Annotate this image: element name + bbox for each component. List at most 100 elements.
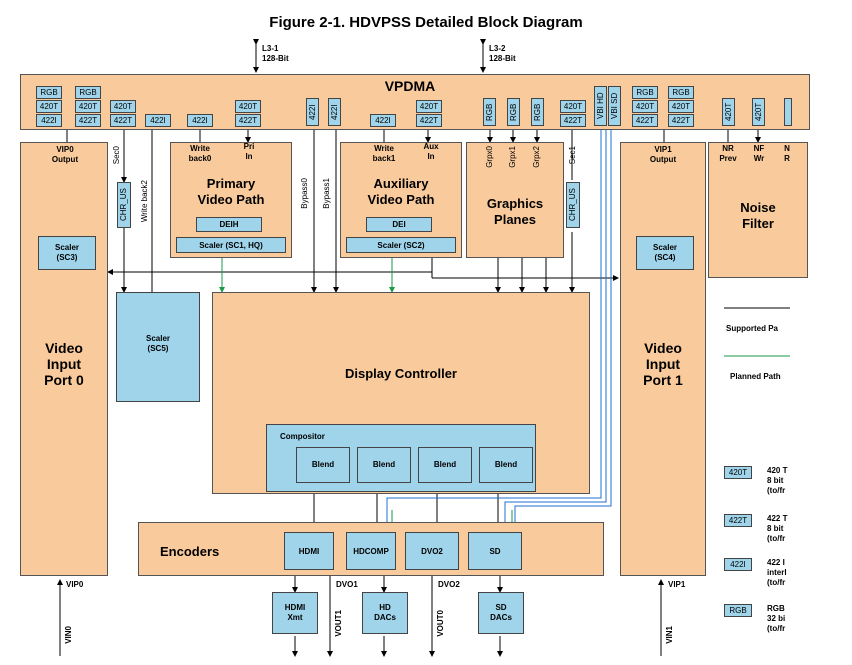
port-tag: 422I bbox=[328, 98, 341, 126]
nr-label: NR bbox=[722, 144, 734, 153]
encoder-sd bbox=[468, 532, 522, 570]
vip0-output-label: VIP0 bbox=[56, 145, 74, 154]
bypass1-label: Bypass1 bbox=[322, 178, 331, 209]
graphics-title-2: Planes bbox=[494, 212, 536, 227]
noise-title-1: Noise bbox=[740, 200, 776, 215]
aux-writeback-label: Write bbox=[374, 144, 394, 153]
video-input-port-1 bbox=[620, 142, 706, 576]
scaler-sc1-label: Scaler (SC1, HQ) bbox=[199, 241, 263, 250]
deih-block bbox=[196, 217, 262, 232]
scaler-sc5-label: Scaler bbox=[145, 334, 171, 343]
encoder-hdmi bbox=[284, 532, 334, 570]
port-tag: 422T bbox=[110, 114, 136, 127]
aux-title-1: Auxiliary bbox=[373, 176, 429, 191]
scaler-sc4-label: Scaler bbox=[652, 243, 678, 252]
noise-filter bbox=[708, 142, 808, 278]
l3-1-label: L3-1 bbox=[262, 44, 279, 53]
grpx1-label: Grpx1 bbox=[508, 146, 517, 168]
port-tag: 420T bbox=[752, 98, 765, 126]
blend-block bbox=[357, 447, 411, 483]
legend-line-2: 8 bit bbox=[767, 476, 784, 485]
legend-line-3: (to/fr bbox=[767, 578, 786, 587]
primary-writeback-label: Write bbox=[190, 144, 210, 153]
port-tag: 420T bbox=[668, 100, 694, 113]
port-tag: 422T bbox=[75, 114, 101, 127]
graphics-planes bbox=[466, 142, 564, 258]
hdmi-xmt-label2: Xmt bbox=[287, 613, 303, 622]
encoder-sd-label: SD bbox=[489, 547, 501, 556]
sd-dacs-label2: DACs bbox=[490, 613, 512, 622]
hdmi-xmt-label: HDMI bbox=[284, 603, 306, 612]
port-tag: 422I bbox=[36, 114, 62, 127]
port-tag: 422I bbox=[187, 114, 213, 127]
primary-in-label: Pri bbox=[243, 142, 255, 151]
deih-label: DEIH bbox=[219, 220, 239, 229]
chr-us-right: CHR_US bbox=[566, 182, 580, 228]
port-tag: VBI HD bbox=[594, 86, 607, 126]
vpdma-label: VPDMA bbox=[384, 78, 436, 94]
port-tag: 422T bbox=[235, 114, 261, 127]
scaler-sc1 bbox=[176, 237, 286, 253]
nf-label: NF bbox=[753, 144, 765, 153]
port-tag: 422T bbox=[560, 114, 586, 127]
chr-us-left: CHR_US bbox=[117, 182, 131, 228]
display-controller-title: Display Controller bbox=[345, 366, 457, 381]
sec1-label: Sec1 bbox=[568, 146, 577, 165]
scaler-sc3-label2: (SC3) bbox=[56, 253, 78, 262]
encoder-hdcomp bbox=[346, 532, 396, 570]
port-tag: 420T bbox=[722, 98, 735, 126]
legend-line-1: 422 I bbox=[767, 558, 785, 567]
vip0-output-label2: Output bbox=[51, 155, 79, 164]
aux-title-2: Video Path bbox=[367, 192, 435, 207]
port-tag: 422T bbox=[632, 114, 658, 127]
legend-line-1: 422 T bbox=[767, 514, 788, 523]
hdmi-xmt bbox=[272, 592, 318, 634]
scaler-sc2-label: Scaler (SC2) bbox=[377, 241, 425, 250]
aux-in-label: Aux bbox=[423, 142, 439, 151]
primary-title-1: Primary bbox=[206, 176, 256, 191]
legend-line-1: RGB bbox=[767, 604, 785, 613]
dvo2-output-label: DVO2 bbox=[438, 580, 460, 589]
scaler-sc4 bbox=[636, 236, 694, 270]
encoder-hdmi-label: HDMI bbox=[298, 547, 320, 556]
primary-title-2: Video Path bbox=[197, 192, 265, 207]
port-tag-clipped bbox=[784, 98, 792, 126]
blend-block bbox=[479, 447, 533, 483]
port-tag: 422I bbox=[370, 114, 396, 127]
vip0-title-3: Port 0 bbox=[44, 372, 84, 388]
graphics-title-1: Graphics bbox=[486, 196, 544, 211]
port-tag: 420T bbox=[75, 100, 101, 113]
legend-line-3: (to/fr bbox=[767, 486, 786, 495]
blend-label: Blend bbox=[494, 460, 518, 469]
l3-2-width: 128-Bit bbox=[489, 54, 516, 63]
encoder-dvo2 bbox=[405, 532, 459, 570]
encoders-title: Encoders bbox=[160, 544, 220, 559]
port-tag: 420T bbox=[560, 100, 586, 113]
vip1-title-2: Input bbox=[645, 356, 681, 372]
hd-dacs-label: HD bbox=[379, 603, 391, 612]
compositor-label: Compositor bbox=[280, 432, 325, 441]
port-tag: 422I bbox=[306, 98, 319, 126]
port-tag: RGB bbox=[75, 86, 101, 99]
vip0-title-1: Video bbox=[45, 340, 83, 356]
port-tag: RGB bbox=[668, 86, 694, 99]
bypass0-label: Bypass0 bbox=[300, 178, 309, 209]
port-tag: 422T bbox=[416, 114, 442, 127]
port-tag: 420T bbox=[632, 100, 658, 113]
vin0-label: VIN0 bbox=[64, 626, 73, 644]
nf-label2: Wr bbox=[753, 154, 765, 163]
legend-line-2: 8 bit bbox=[767, 524, 784, 533]
legend-line-2: 32 bi bbox=[767, 614, 786, 623]
figure-title: Figure 2-1. HDVPSS Detailed Block Diagra… bbox=[269, 14, 583, 31]
primary-writeback-label2: back0 bbox=[188, 154, 212, 163]
aux-in-label2: In bbox=[427, 152, 435, 161]
legend-line-2: interl bbox=[767, 568, 787, 577]
vin1-label: VIN1 bbox=[665, 626, 674, 644]
port-tag: 420T bbox=[110, 100, 136, 113]
vip0-title-2: Input bbox=[46, 356, 82, 372]
vip1-bottom-label: VIP1 bbox=[668, 580, 686, 589]
hd-dacs bbox=[362, 592, 408, 634]
nr-label2: Prev bbox=[719, 154, 737, 163]
writeback2-label: Write back2 bbox=[140, 180, 149, 223]
legend-line-3: (to/fr bbox=[767, 534, 786, 543]
